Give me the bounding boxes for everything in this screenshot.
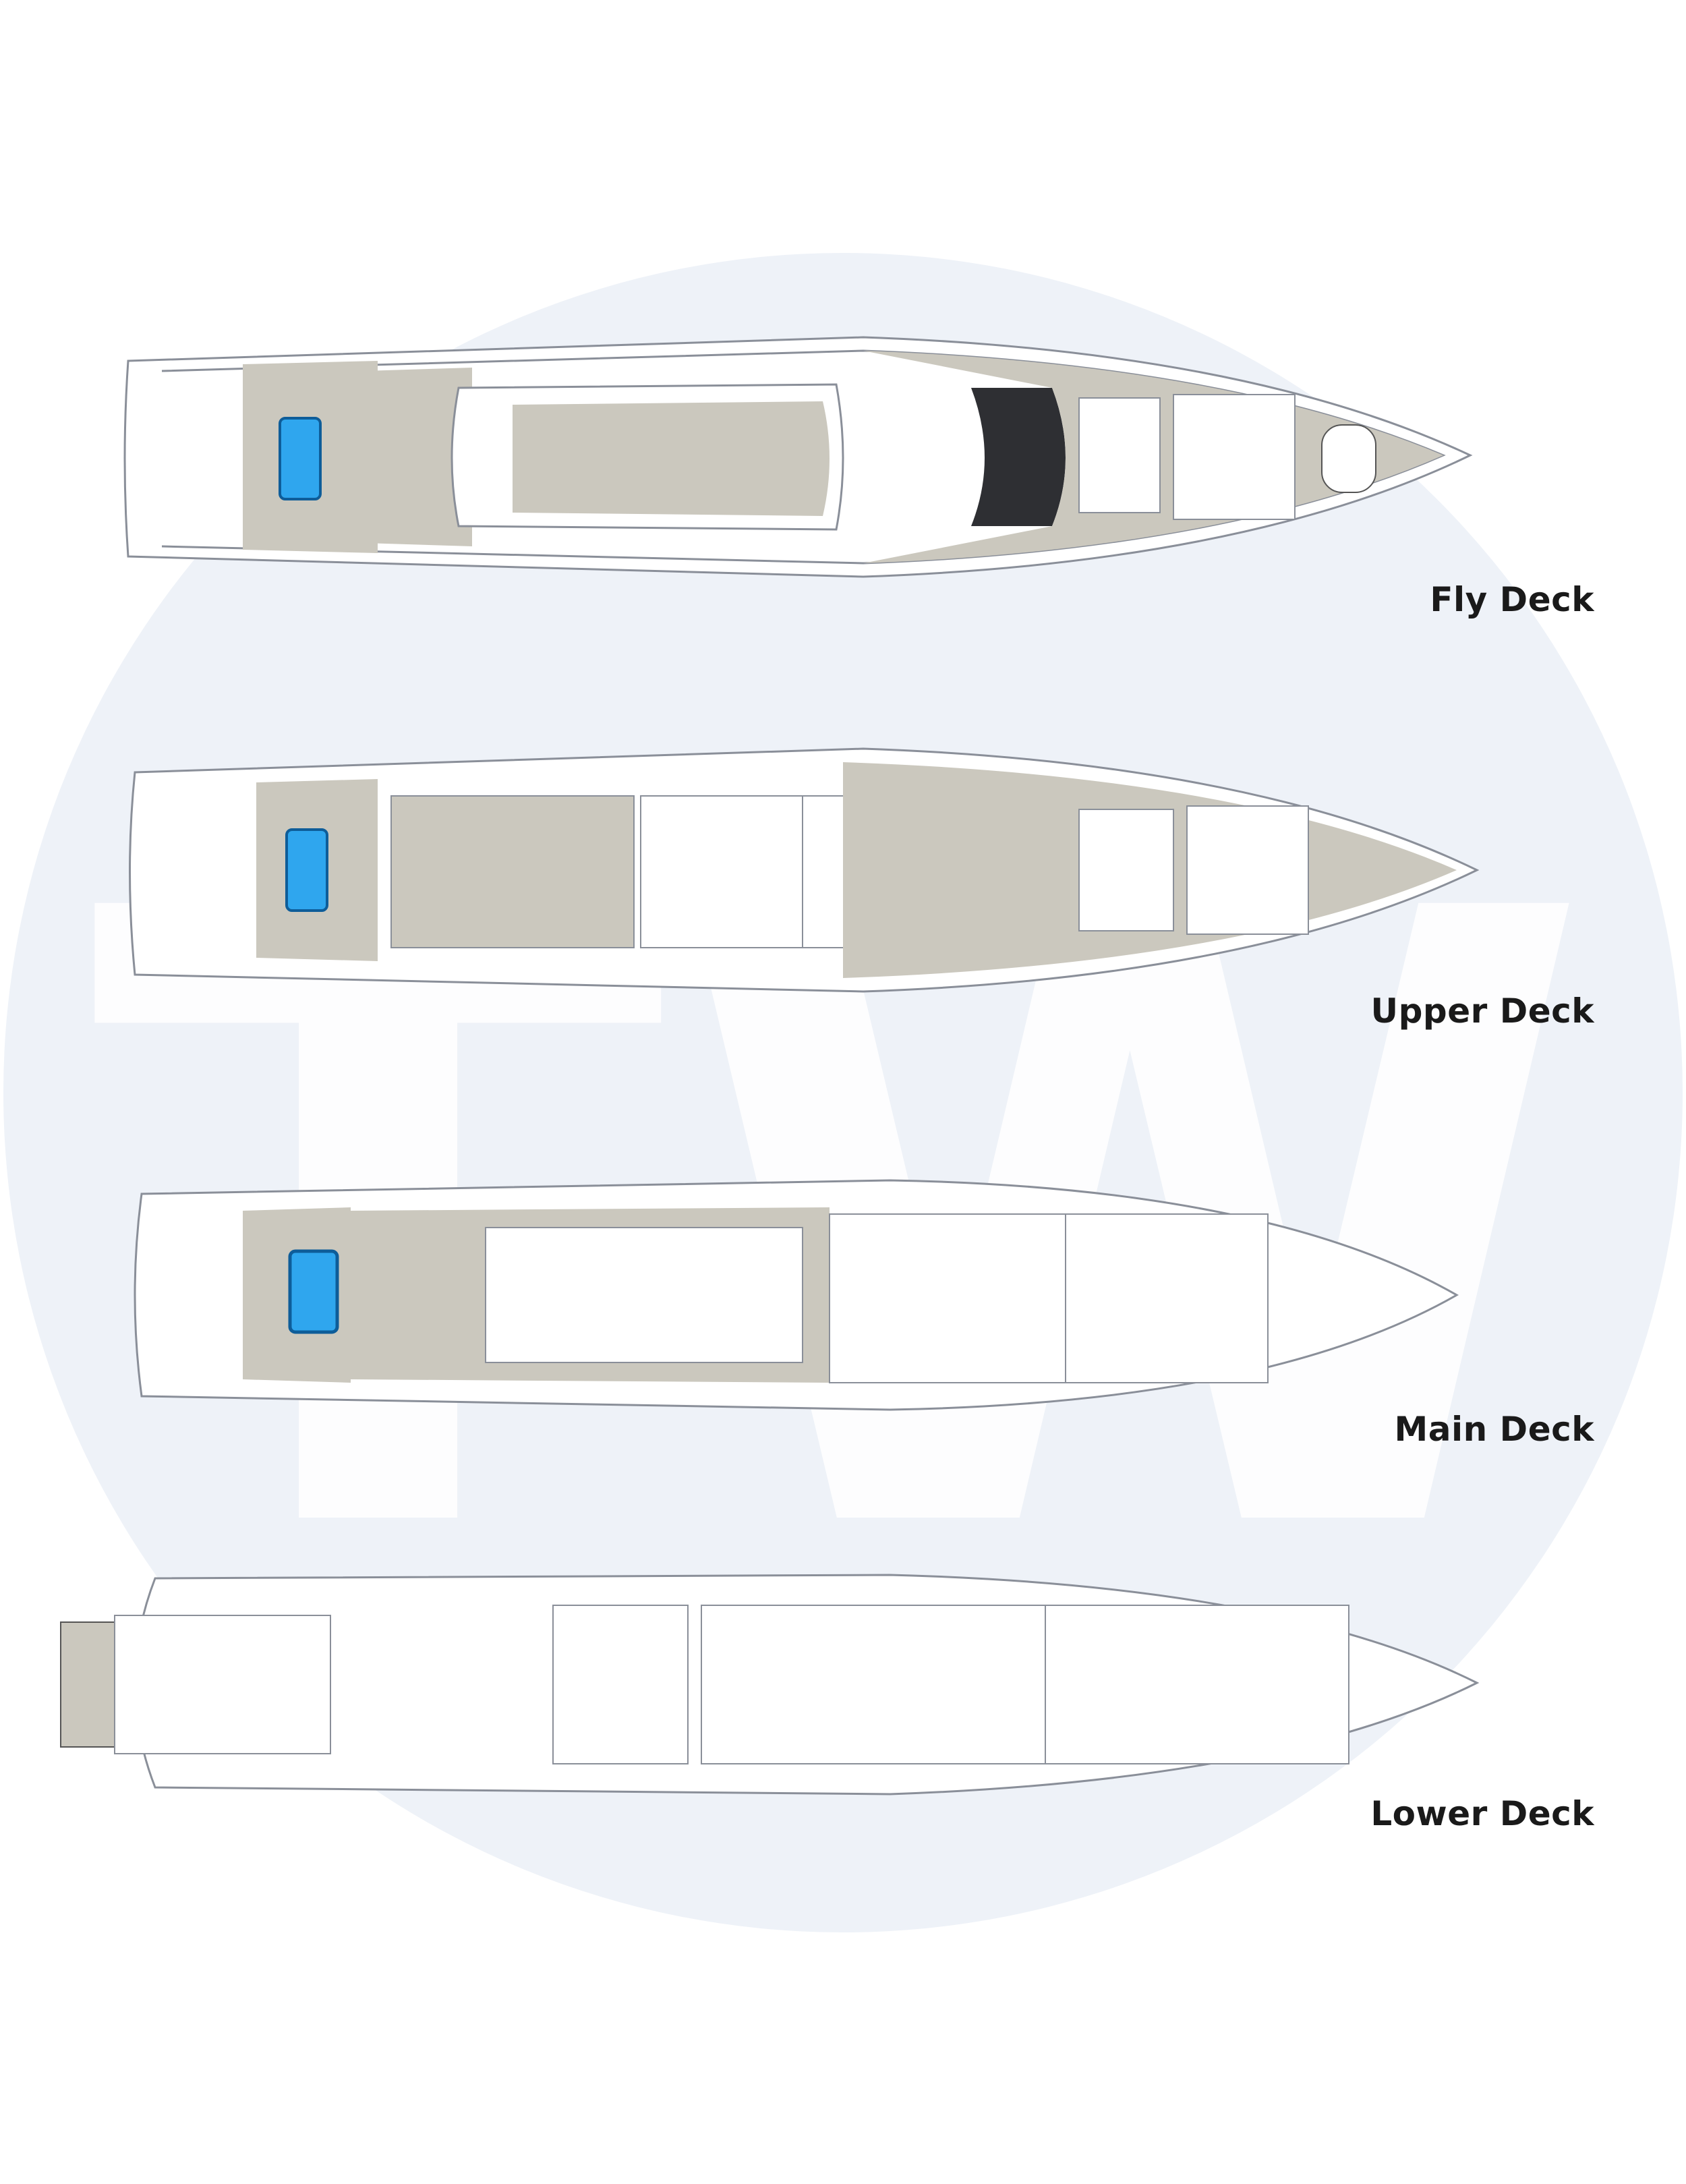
- main-deck-salon: [485, 1227, 803, 1363]
- upper-deck-label: Upper Deck: [1370, 992, 1594, 1031]
- lower-deck-plan: Lower Deck: [0, 1565, 1686, 1835]
- main-deck-owner-suite: [1065, 1213, 1269, 1383]
- lower-deck-guest-cabins: [701, 1605, 1046, 1764]
- upper-deck-forward-lounge: [1078, 809, 1174, 931]
- fly-deck-forward-lounge: [1078, 397, 1161, 513]
- main-deck-label: Main Deck: [1394, 1410, 1594, 1449]
- fly-deck-label: Fly Deck: [1430, 580, 1594, 619]
- lower-deck-tender-garage: [552, 1605, 689, 1764]
- upper-deck-salon: [640, 795, 803, 948]
- fly-deck-hardtop: [971, 388, 1066, 526]
- lower-deck-beach-club: [114, 1615, 331, 1754]
- lower-deck-crew-area: [1045, 1605, 1349, 1764]
- main-deck-pool: [288, 1249, 339, 1334]
- fly-deck-plan: Fly Deck: [0, 324, 1686, 619]
- main-deck-galley: [829, 1213, 1066, 1383]
- watermark-circle: [3, 253, 1683, 1932]
- lower-deck-label: Lower Deck: [1370, 1794, 1594, 1833]
- upper-deck-plan: Upper Deck: [0, 735, 1686, 1031]
- fly-deck-sundeck-teak: [513, 401, 830, 516]
- fly-deck-jacuzzi: [1321, 424, 1376, 493]
- fly-deck-pool: [279, 417, 322, 500]
- upper-deck-pool: [285, 828, 328, 912]
- fly-deck-lounge-teak: [364, 368, 472, 546]
- upper-deck-sunpad: [1186, 805, 1309, 935]
- fly-deck-sunpad: [1173, 394, 1296, 520]
- main-deck-plan: Main Deck: [0, 1160, 1686, 1449]
- upper-deck-aft-lounge: [390, 795, 635, 948]
- lower-deck-beach-platform: [60, 1621, 115, 1748]
